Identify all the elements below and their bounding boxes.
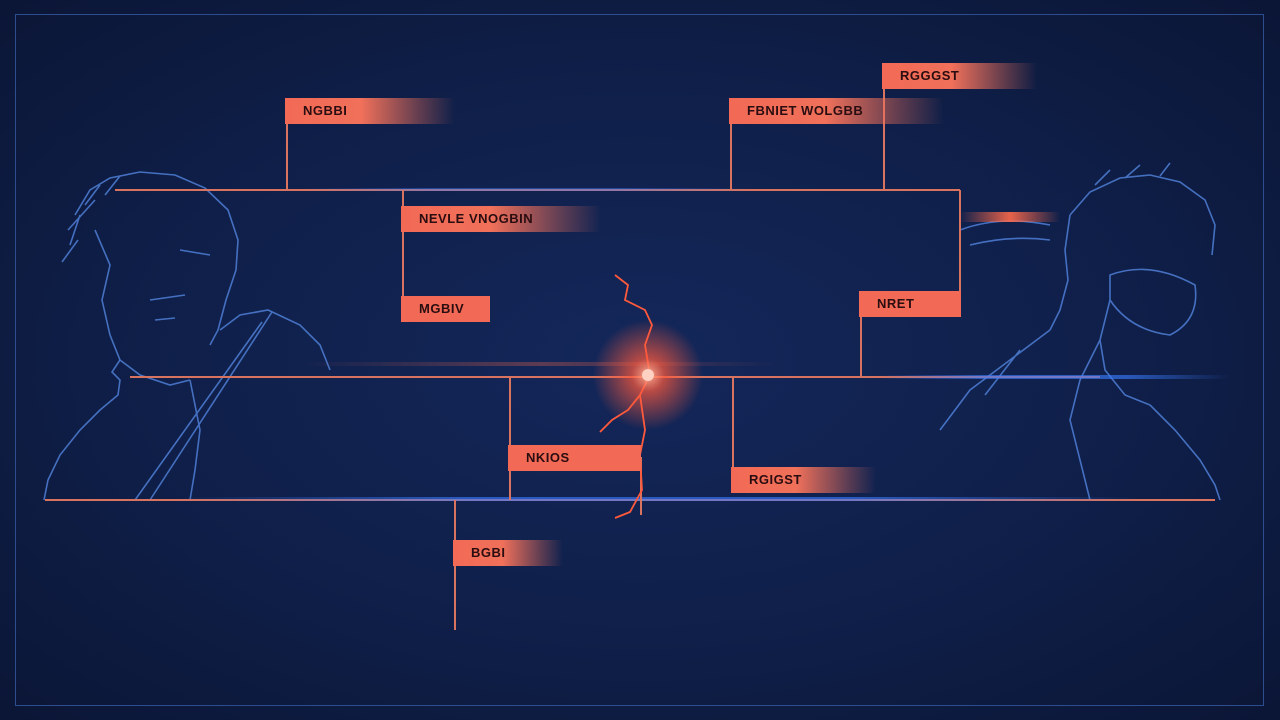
spark-core — [642, 369, 654, 381]
tag-mid-left-upper: NEVLE VNOGBIN — [401, 206, 601, 232]
tag-top-left: NGBBI — [285, 98, 455, 124]
tag-mid-left-lower: MGBIV — [401, 296, 490, 322]
red-streak-mid — [300, 362, 780, 366]
tag-lower-right: RGIGST — [731, 467, 876, 493]
red-streak-right — [960, 212, 1060, 222]
tag-top-center: FBNIET WOLGBB — [729, 98, 944, 124]
tag-lower-center: NKIOS — [508, 445, 641, 471]
rail-bottom-glow — [180, 497, 1140, 501]
tag-top-right: RGGGST — [882, 63, 1037, 89]
tag-bottom: BGBI — [453, 540, 563, 566]
diagram-frame — [15, 14, 1264, 706]
rail-middle-glow — [880, 375, 1230, 379]
left-figure-silhouette — [43, 171, 331, 501]
tag-mid-right: NRET — [859, 291, 961, 317]
rail-top-glow — [300, 188, 750, 191]
